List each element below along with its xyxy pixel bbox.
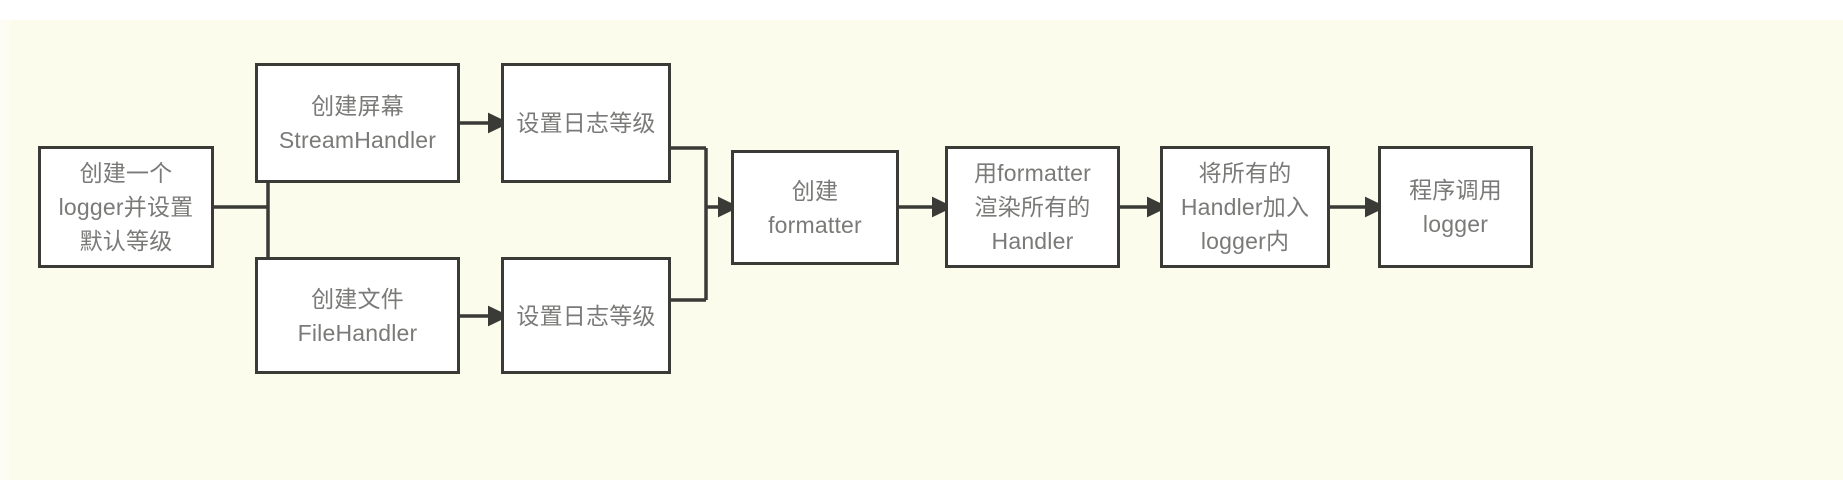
edge-level-top-to-formatter	[671, 146, 708, 207]
add-handlers-to-logger-node[interactable]: 将所有的 Handler加入 logger内	[1160, 146, 1330, 268]
create-logger-node[interactable]: 创建一个 logger并设置 默认等级	[38, 146, 214, 268]
edge-level-bottom-to-formatter	[671, 207, 708, 302]
create-streamhandler-node[interactable]: 创建屏幕 StreamHandler	[255, 63, 460, 183]
program-uses-logger-node[interactable]: 程序调用 logger	[1378, 146, 1533, 268]
create-formatter-label: 创建 formatter	[768, 177, 862, 238]
create-streamhandler-label: 创建屏幕 StreamHandler	[278, 93, 437, 153]
set-log-level-bottom-node[interactable]: 设置日志等级	[501, 257, 671, 374]
create-filehandler-node[interactable]: 创建文件 FileHandler	[255, 257, 460, 374]
create-logger-label: 创建一个 logger并设置 默认等级	[58, 160, 194, 254]
program-uses-logger-label: 程序调用 logger	[1409, 177, 1502, 237]
render-handlers-label: 用formatter 渲染所有的 Handler	[973, 160, 1092, 254]
render-handlers-node[interactable]: 用formatter 渲染所有的 Handler	[945, 146, 1120, 268]
add-handlers-to-logger-label: 将所有的 Handler加入 logger内	[1180, 160, 1310, 254]
set-log-level-top-label: 设置日志等级	[516, 110, 656, 136]
create-filehandler-label: 创建文件 FileHandler	[297, 285, 418, 346]
diagram-board-left-margin	[0, 20, 10, 480]
set-log-level-top-node[interactable]: 设置日志等级	[501, 63, 671, 183]
create-formatter-node[interactable]: 创建 formatter	[731, 150, 899, 265]
set-log-level-bottom-label: 设置日志等级	[516, 302, 656, 329]
